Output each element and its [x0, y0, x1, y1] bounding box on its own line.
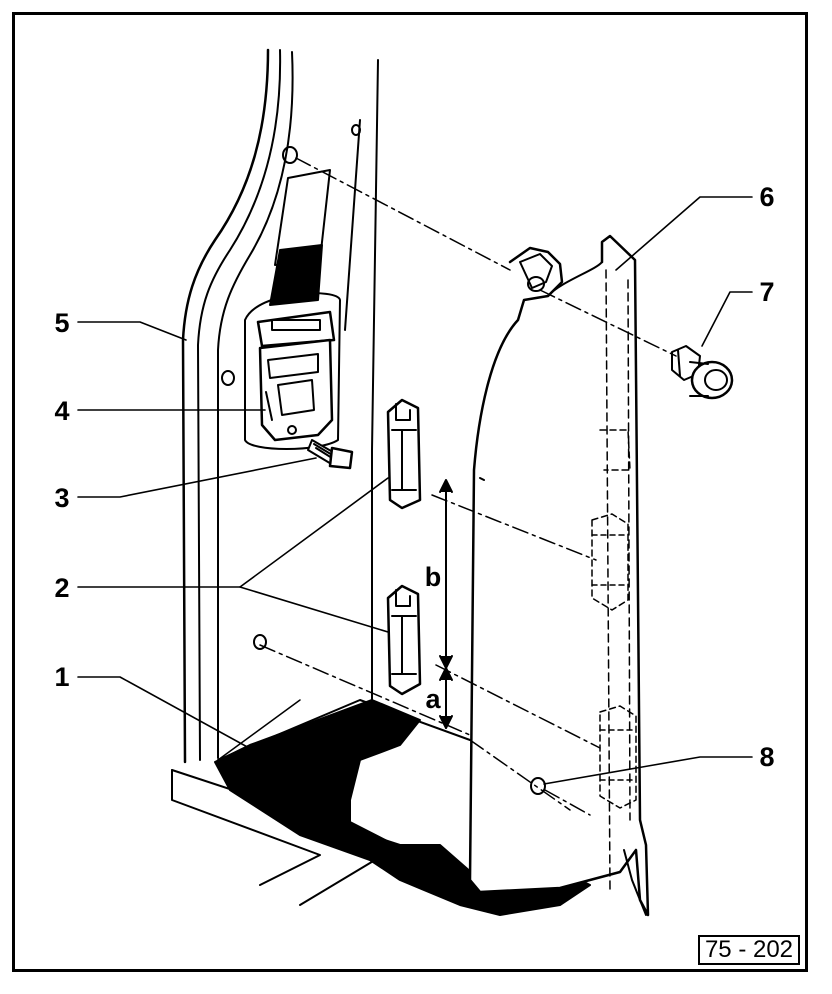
expansion-rivet [671, 345, 734, 400]
leader-3 [77, 457, 317, 498]
callout-3: 3 [54, 483, 69, 513]
callout-5: 5 [54, 308, 69, 338]
callout-4: 4 [54, 396, 69, 426]
mounting-hole-upper [282, 146, 298, 164]
callout-1: 1 [54, 662, 69, 692]
alignment-lines [259, 157, 677, 816]
leader-5 [77, 321, 187, 341]
callout-7: 7 [759, 277, 774, 307]
leader-1 [77, 676, 263, 756]
dimension-label-a: a [425, 684, 441, 714]
seat-belt-retractor [256, 169, 336, 442]
bolt [307, 439, 354, 470]
b-pillar [181, 48, 379, 764]
dimension-label-b: b [425, 562, 442, 592]
leader-8 [543, 756, 753, 785]
mounting-hole-lower [253, 634, 267, 650]
leader-7 [701, 291, 753, 347]
leader-6 [615, 196, 753, 271]
b-pillar-trim-panel [468, 234, 650, 917]
clip-upper [386, 398, 422, 510]
figure-number: 75 - 202 [698, 935, 800, 965]
leader-2a [77, 477, 389, 588]
leader-lines [77, 196, 753, 785]
clip-lower [386, 584, 422, 696]
dimension-lines [439, 479, 453, 729]
callout-2: 2 [54, 573, 69, 603]
callout-6: 6 [759, 182, 774, 212]
callout-8: 8 [759, 742, 774, 772]
leader-2b [239, 586, 389, 633]
drawing-frame [12, 12, 808, 972]
